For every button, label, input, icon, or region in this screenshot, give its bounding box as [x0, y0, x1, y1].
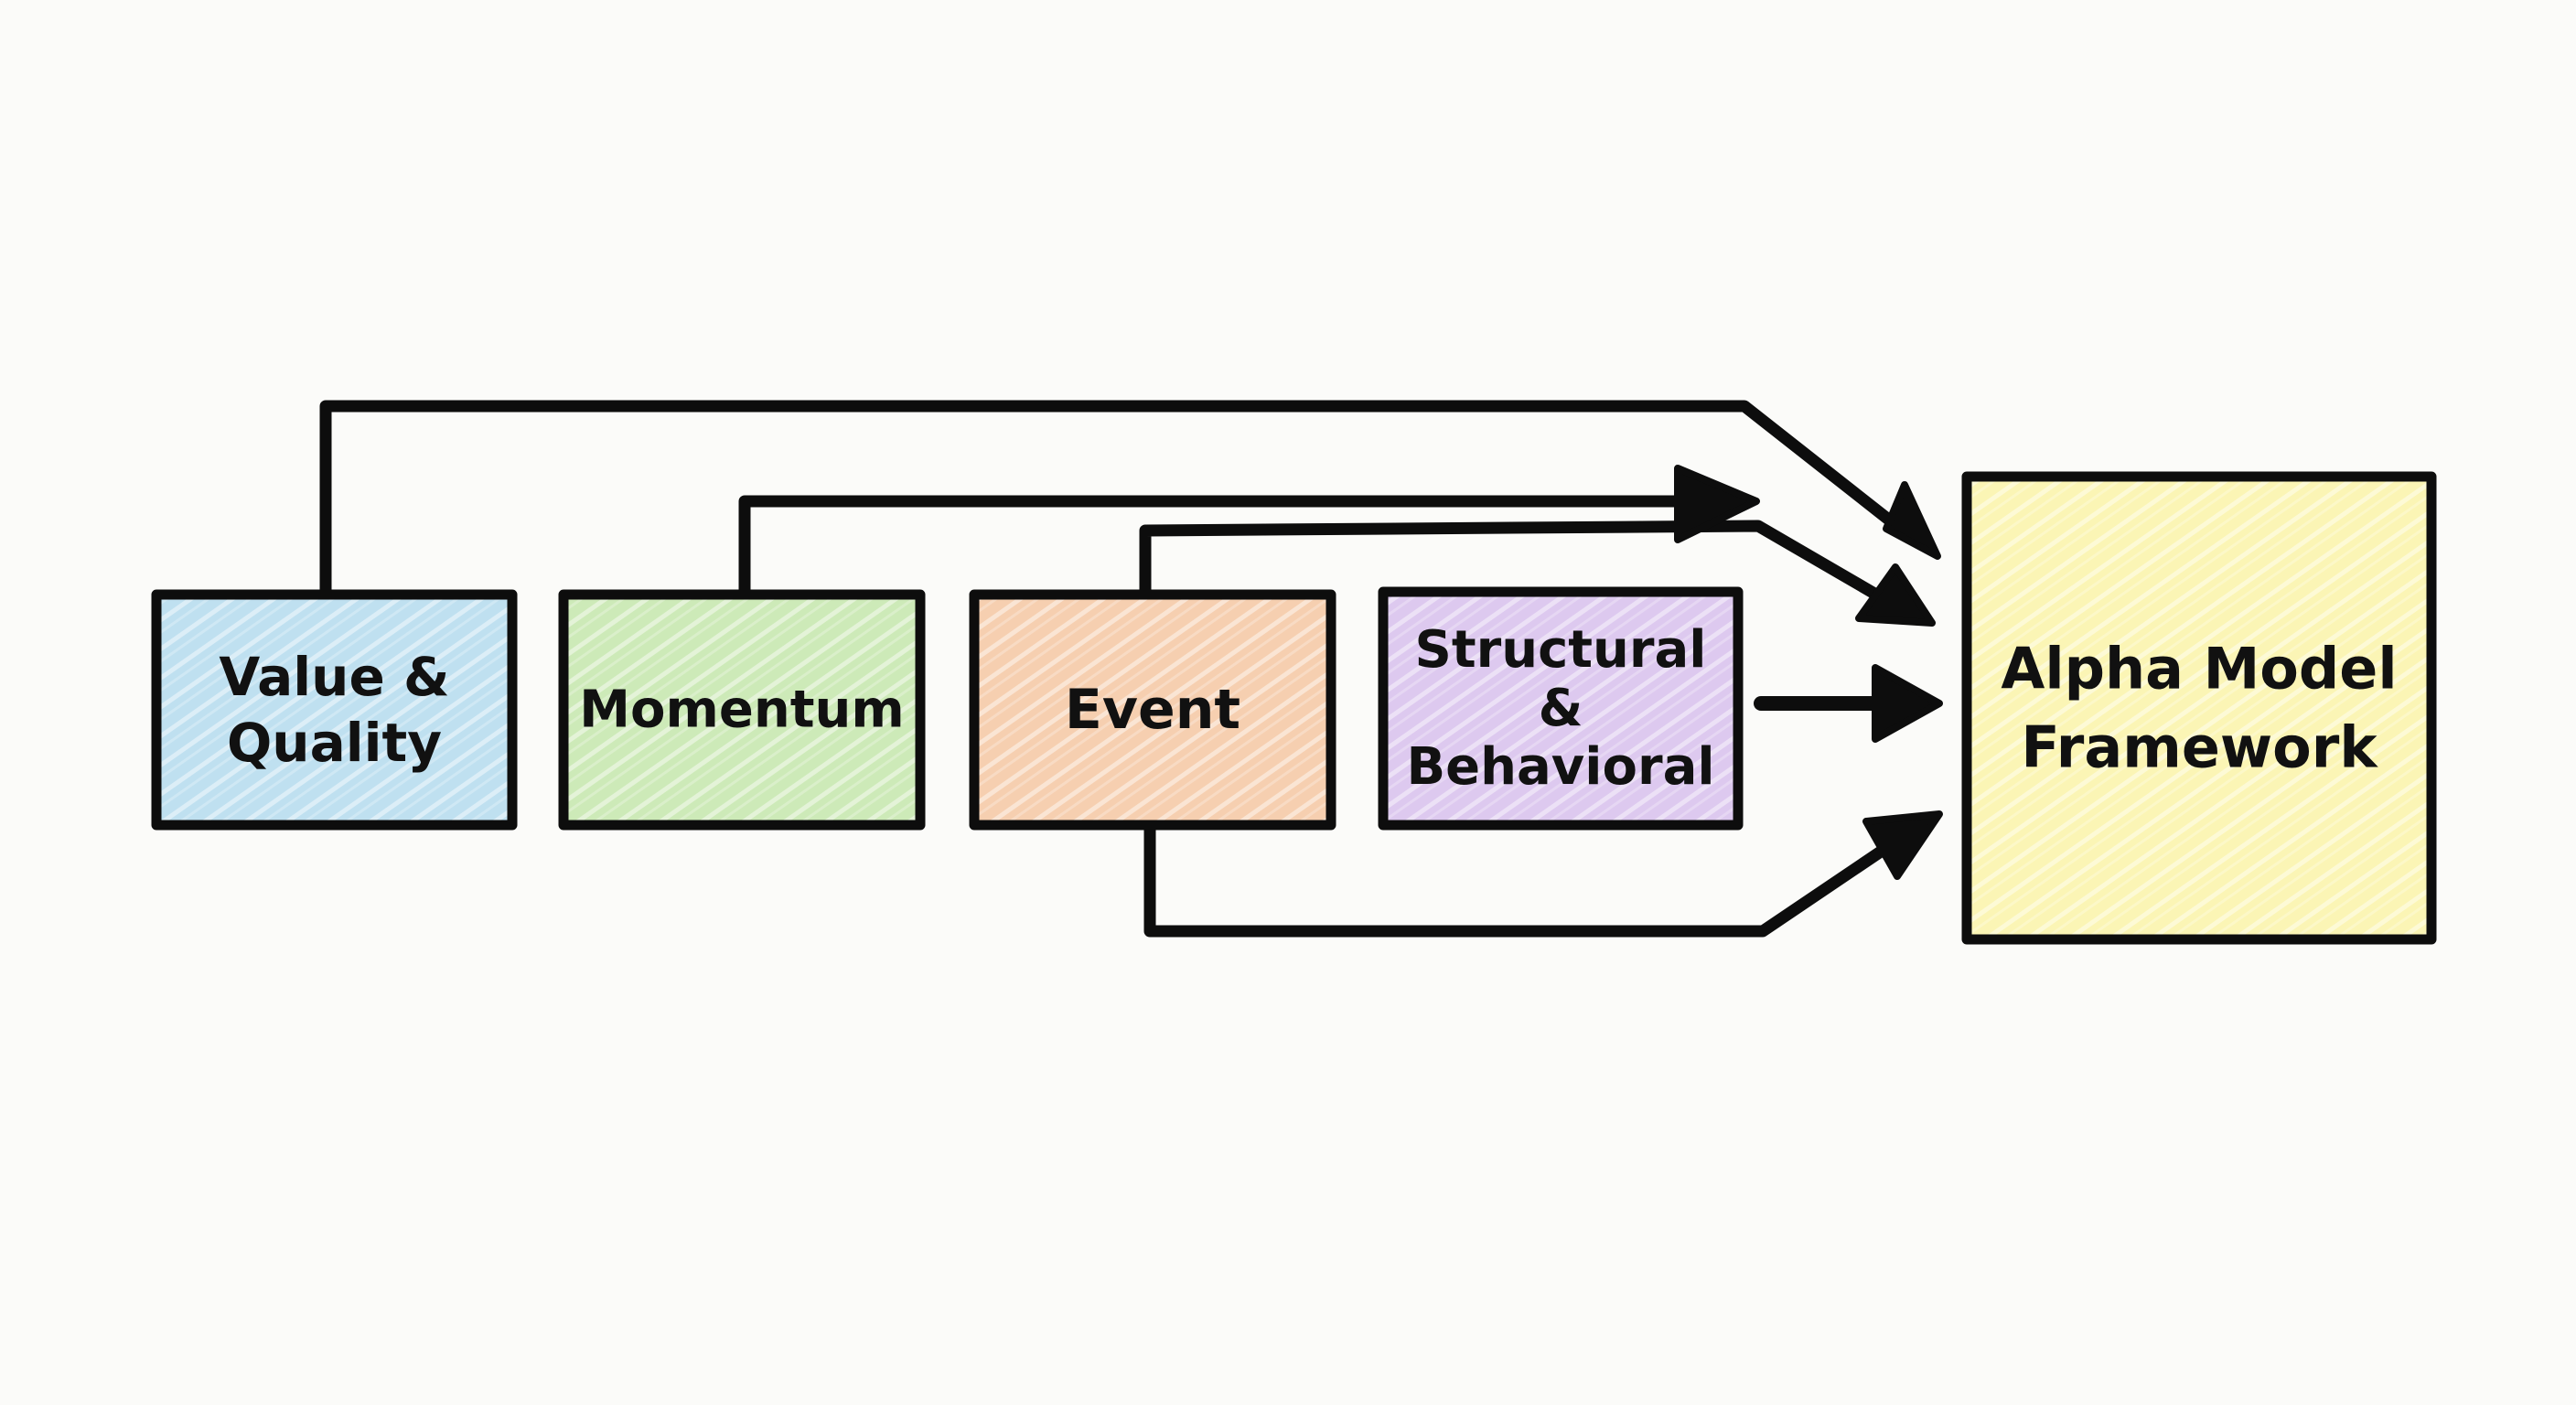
- node-label: Framework: [2021, 714, 2378, 781]
- node-border: [558, 589, 926, 831]
- arrowhead-icon: [1883, 481, 1941, 560]
- node-hatching: [1967, 477, 2431, 939]
- connector-event-top: [1139, 520, 1911, 617]
- node-hatching: [974, 595, 1331, 825]
- node-label: Event: [1065, 678, 1240, 742]
- node-label: Behavioral: [1406, 737, 1714, 797]
- node-momentum: Momentum: [558, 589, 926, 831]
- connector-event-bottom: [1143, 819, 1918, 938]
- node-border: [151, 589, 518, 831]
- node-hatching: [1383, 592, 1738, 825]
- arrowhead-icon: [1674, 465, 1760, 543]
- node-hatching: [156, 595, 512, 825]
- node-label: Momentum: [579, 681, 904, 740]
- arrowhead-icon: [1872, 664, 1943, 743]
- node-label: Quality: [227, 712, 442, 774]
- node-label: Alpha Model: [2001, 636, 2397, 702]
- node-border: [1961, 471, 2437, 945]
- node-event: Event: [969, 589, 1336, 831]
- connectors: [319, 400, 1918, 938]
- node-label: Structural: [1414, 620, 1706, 680]
- connector-value-quality: [319, 400, 1918, 597]
- node-border: [969, 589, 1336, 831]
- node-value-quality: Value &Quality: [151, 589, 518, 831]
- node-label: &: [1539, 679, 1583, 738]
- arrowhead-icon: [1855, 563, 1936, 627]
- node-label: Value &: [219, 646, 449, 708]
- node-structural-behavioral: Structural&Behavioral: [1378, 586, 1744, 831]
- arrowhead-icon: [1862, 810, 1943, 880]
- node-border: [1378, 586, 1744, 831]
- node-hatching: [564, 595, 920, 825]
- connector-momentum: [738, 495, 1717, 597]
